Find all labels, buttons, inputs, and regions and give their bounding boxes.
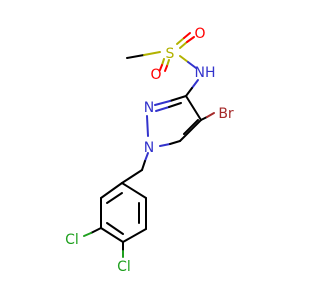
chlorine-para-label: Cl <box>117 259 131 275</box>
molecule-structure: S O O NH N N Br Cl Cl <box>65 26 234 275</box>
chlorine-meta-label: Cl <box>65 232 79 248</box>
bond-ring-6-1 <box>121 182 147 199</box>
bond-s-nh-b <box>187 61 197 69</box>
bromine-label: Br <box>218 106 234 122</box>
bond-methyl-s <box>126 54 145 59</box>
bond-c3-n2-b <box>154 100 171 106</box>
bond-c3-n2-double-a <box>155 106 170 112</box>
bond-ring-3-4 <box>100 227 124 243</box>
bond-cl-meta-a <box>90 227 102 234</box>
bond-s-o-top-d <box>186 36 195 43</box>
bond-c3-n2-double-b <box>168 102 182 108</box>
bond-s-o-left-d <box>164 65 168 72</box>
bond-ring-4-5 <box>122 228 147 243</box>
bond-s-o-left-b <box>159 64 163 71</box>
bond-s-o-top-a <box>176 37 185 45</box>
bond-n1-ch2-a <box>144 152 149 162</box>
bond-cl-meta-b <box>83 232 92 237</box>
bond-s-o-left-c <box>166 59 170 67</box>
bond-nh-c3-a <box>191 79 199 89</box>
bond-nh-c3-b <box>185 87 193 97</box>
bond-n1-c5-a <box>159 143 171 147</box>
bond-methyl-s-half <box>143 51 161 56</box>
oxygen-top-label: O <box>194 26 205 42</box>
bond-ring-1-2 <box>100 182 123 199</box>
sulfur-atom-label: S <box>166 46 175 62</box>
bond-n2-n1 <box>146 115 149 137</box>
bond-s-o-top-b <box>183 32 191 39</box>
bond-ch2-ring <box>121 169 143 184</box>
bond-c5-c4-single <box>179 119 202 142</box>
pyrazole-n1-label: N <box>144 140 154 156</box>
bond-c5-c4-double <box>183 119 199 135</box>
bond-ring-inner-a <box>106 192 123 204</box>
bond-n1-c5-b <box>169 140 181 145</box>
bond-n1-ch2-b <box>141 160 146 171</box>
bond-s-o-top-c <box>179 41 188 49</box>
bond-c4-c3 <box>185 95 202 121</box>
bond-s-o-left-a <box>161 58 165 66</box>
bond-c3-n2-a <box>169 95 187 102</box>
bond-s-nh-a <box>179 55 189 63</box>
amide-nh-label: NH <box>195 65 216 81</box>
pyrazole-n2-label: N <box>144 100 154 116</box>
oxygen-left-label: O <box>150 67 161 83</box>
bond-ring-inner-b <box>106 222 124 235</box>
bond-c4-br-b <box>206 112 215 118</box>
bond-c4-br-a <box>200 116 208 121</box>
